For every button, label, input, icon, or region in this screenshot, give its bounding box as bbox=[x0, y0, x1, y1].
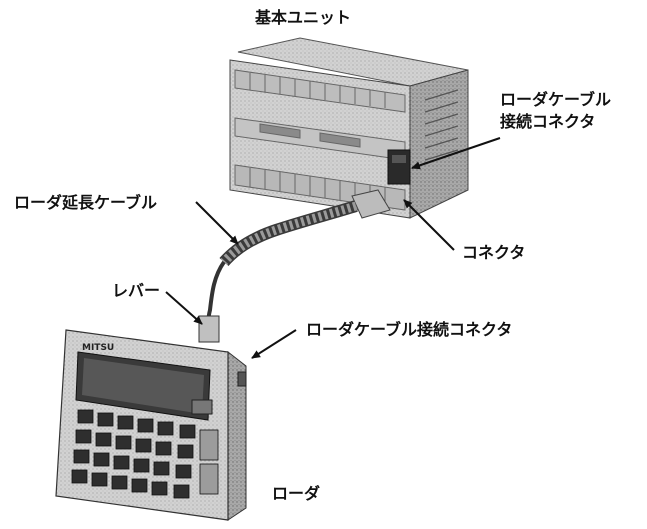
label-base-unit: 基本ユニット bbox=[255, 8, 352, 27]
loader-keypad bbox=[71, 409, 219, 499]
loader-cable-connector bbox=[237, 371, 247, 387]
extension-plug bbox=[351, 189, 391, 219]
arrow-loader-cable-connector bbox=[251, 329, 297, 359]
label-lever: レバー bbox=[112, 281, 161, 300]
label-loader-cable-connector-line1: ローダケーブル bbox=[500, 90, 612, 109]
callout-arrows bbox=[165, 137, 501, 359]
loader-brand: MITSU bbox=[82, 343, 114, 353]
label-extension-cable: ローダ延長ケーブル bbox=[14, 193, 158, 212]
label-loader-cable-connector-line2: 接続コネクタ bbox=[500, 112, 596, 131]
arrow-lever bbox=[165, 291, 203, 325]
lever-plug bbox=[198, 315, 220, 343]
arrow-extension-cable bbox=[195, 201, 239, 245]
label-loader: ローダ bbox=[272, 484, 321, 503]
terminal-row-top bbox=[234, 69, 406, 113]
base-unit bbox=[229, 37, 469, 219]
terminal-row-middle bbox=[234, 117, 406, 161]
arrow-loader-cable-connector-top bbox=[411, 137, 501, 170]
loader-device: MITSU bbox=[55, 329, 247, 521]
extension-cable bbox=[206, 200, 358, 331]
side-vents bbox=[424, 89, 459, 161]
arrow-connector bbox=[403, 199, 455, 251]
label-loader-cable-connector: ローダケーブル接続コネクタ bbox=[306, 320, 513, 339]
label-connector: コネクタ bbox=[462, 243, 526, 262]
